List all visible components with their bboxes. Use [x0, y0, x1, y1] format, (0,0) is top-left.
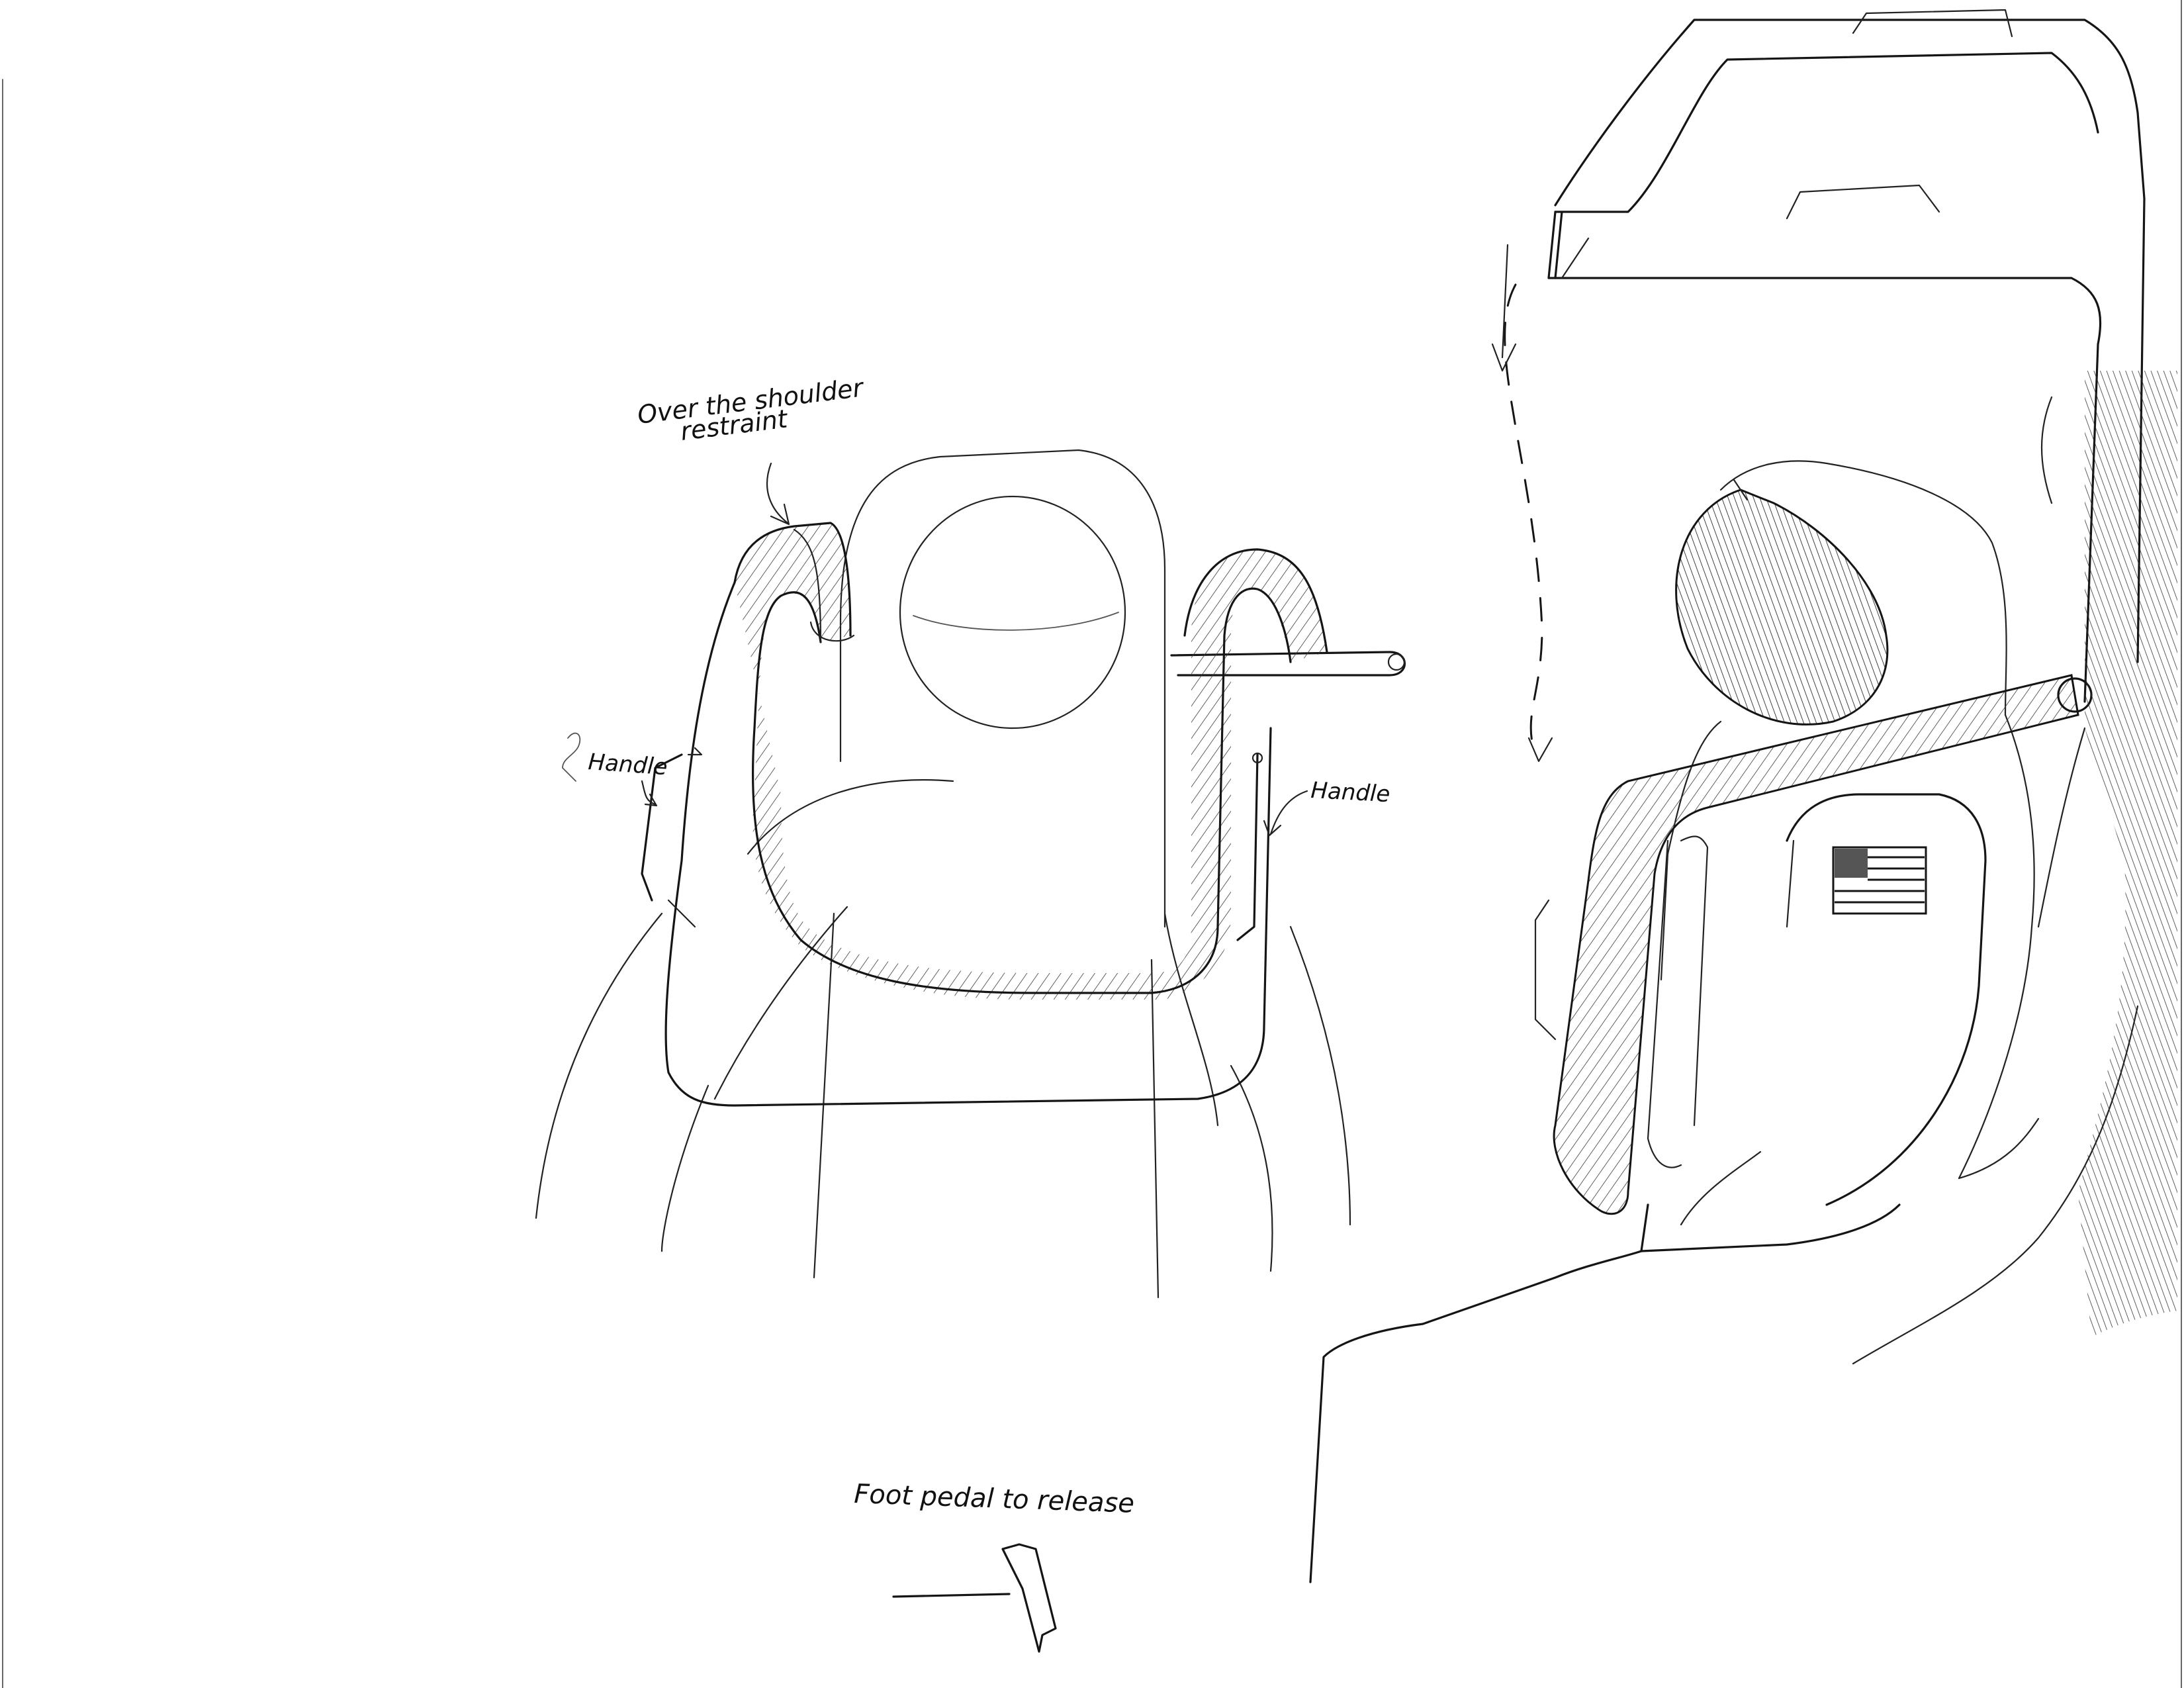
rear-helmet	[1676, 490, 1888, 724]
handle-left-label: Handle	[587, 749, 668, 780]
us-flag-icon	[1833, 847, 1926, 914]
handle-right-label: Handle	[1310, 777, 1391, 808]
foot-pedal	[1003, 1544, 1056, 1652]
foot-pedal-label: Foot pedal to release	[854, 1479, 1135, 1519]
handle-right-arrow	[1271, 791, 1307, 834]
head-circle	[900, 496, 1125, 728]
rear-seat-drawing	[1310, 10, 2177, 1582]
restraint-arrow	[767, 463, 788, 523]
seat-headrest	[841, 450, 1165, 927]
side-wall-shading	[2078, 371, 2177, 1337]
annotation-right-handle: Handle	[1264, 777, 1390, 835]
rear-restraint-bar	[1554, 675, 2078, 1214]
foot-pedal-drawing	[893, 1544, 1056, 1652]
right-handle	[1238, 755, 1257, 940]
annotation-restraint: Over the shoulder restraint	[636, 373, 866, 524]
annotation-foot-pedal: Foot pedal to release	[854, 1479, 1135, 1519]
front-seat-drawing	[536, 450, 1405, 1297]
